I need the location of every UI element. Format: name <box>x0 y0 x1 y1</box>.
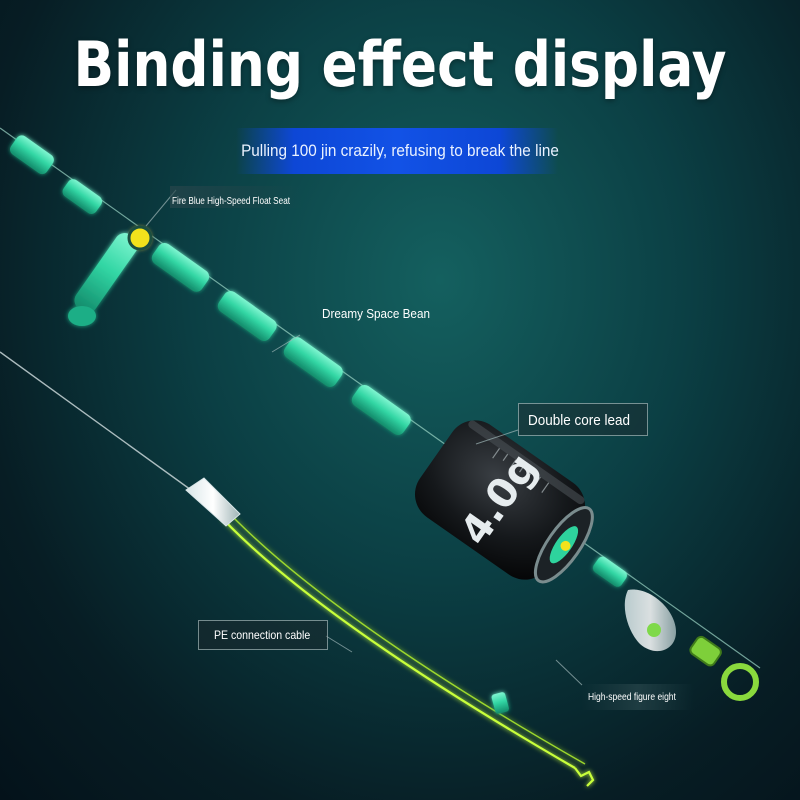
callout-line <box>555 659 583 686</box>
space-bean-group <box>9 135 411 435</box>
float-seat-label: Fire Blue High-Speed Float Seat <box>172 196 291 207</box>
figure-eight-assembly <box>592 556 759 701</box>
space-bean-label: Dreamy Space Bean <box>322 306 430 321</box>
space-bean <box>491 692 509 714</box>
figure-eight-label: High-speed figure eight <box>588 692 676 703</box>
pe-cable-end <box>574 767 595 787</box>
float-seat-bottom <box>68 306 96 326</box>
page-title: Binding effect display <box>73 28 727 101</box>
pe-cable-label-box <box>198 620 328 650</box>
space-bean <box>592 556 628 587</box>
leader-line <box>0 351 199 496</box>
float-seat <box>68 225 153 326</box>
double-core-lead <box>414 420 594 584</box>
subtitle-banner <box>236 128 558 174</box>
swivel-barrel <box>689 635 722 667</box>
pe-connection-cable <box>221 513 595 787</box>
space-bean <box>283 336 343 387</box>
callout-line <box>271 334 301 353</box>
figure-eight-label-box <box>582 684 694 710</box>
space-bean <box>62 179 103 214</box>
float-seat-dot <box>127 225 153 251</box>
float-seat-arm <box>74 233 138 313</box>
lead-label-box <box>518 403 648 436</box>
pe-cable-label: PE connection cable <box>214 628 311 642</box>
swivel-ring <box>721 663 759 701</box>
callout-line <box>475 429 519 445</box>
float-seat-label-box <box>170 186 302 208</box>
glass-sleeve <box>185 477 241 527</box>
glass-bead <box>624 589 676 652</box>
space-bean <box>9 135 54 175</box>
space-bean <box>351 384 411 435</box>
space-bean <box>151 242 210 292</box>
lead-label: Double core lead <box>528 412 631 429</box>
space-bean <box>217 290 277 341</box>
page-subtitle: Pulling 100 jin crazily, refusing to bre… <box>241 141 559 160</box>
callout-line <box>325 635 353 653</box>
